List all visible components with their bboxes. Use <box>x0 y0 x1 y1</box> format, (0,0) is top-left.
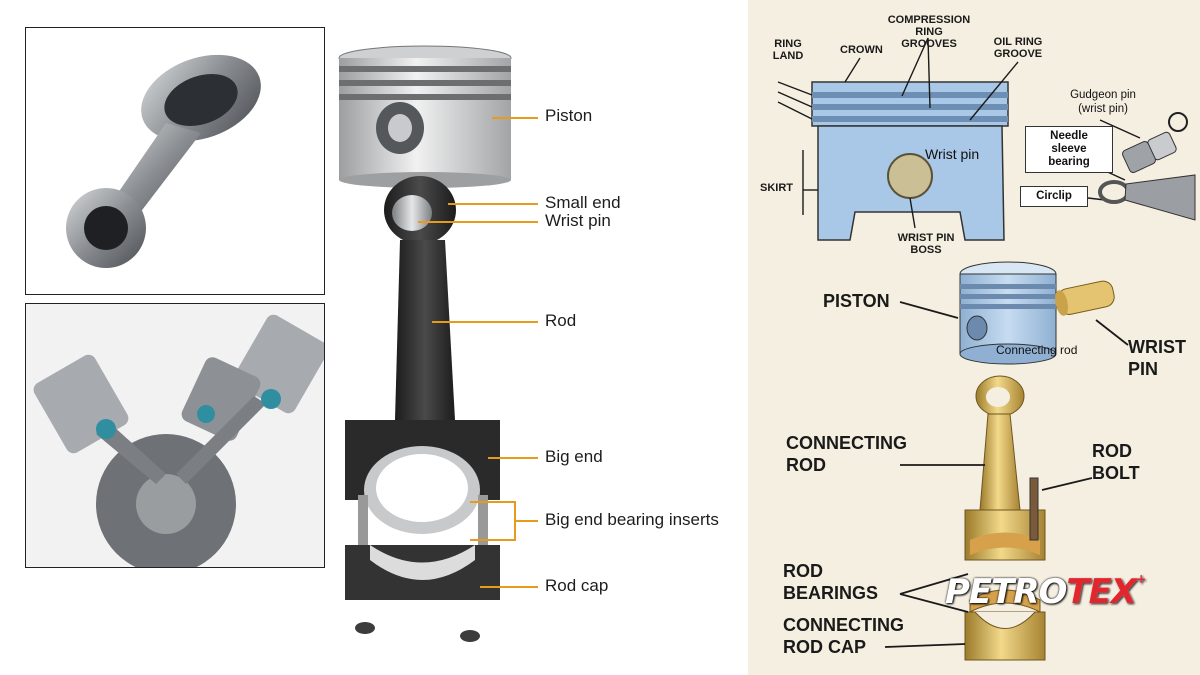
label-compression-ring-grooves: COMPRESSION RING GROOVES <box>887 14 971 50</box>
label-wrist-pin: Wrist pin <box>545 211 611 230</box>
left-leader-lines <box>418 117 538 588</box>
label-oil-ring-groove: OIL RING GROOVE <box>993 36 1043 60</box>
connecting-rod-shape <box>345 176 500 642</box>
label-needle-sleeve-bearing: Needle sleeve bearing <box>1025 126 1113 173</box>
label-rod-cap: Rod cap <box>545 576 609 595</box>
label-piston: Piston <box>545 106 593 125</box>
right-leaders-top <box>777 37 1141 229</box>
logo-plus-mark: + <box>1136 572 1146 586</box>
label-rod: Rod <box>545 311 577 330</box>
label-wrist-pin-boss: WRIST PIN BOSS <box>897 232 955 256</box>
v-engine-photo <box>25 303 325 568</box>
assembly-rod-shape <box>964 375 1046 661</box>
piston-detail-shape <box>811 81 1009 241</box>
label-connecting-rod-inner: Connecting rod <box>996 343 1078 357</box>
gudgeon-parts <box>1098 112 1196 221</box>
label-skirt: SKIRT <box>760 182 793 194</box>
label-crown: CROWN <box>840 44 883 56</box>
label-wrist-pin-detail: Wrist pin <box>925 146 980 162</box>
label-wrist-pin-assembly: WRIST PIN <box>1128 337 1186 379</box>
petrotex-logo: PETROTEX+ <box>945 572 1146 612</box>
piston-shape <box>338 45 512 188</box>
label-piston-assembly: PISTON <box>823 291 890 311</box>
label-rod-bearings: ROD BEARINGS <box>783 561 879 603</box>
label-small-end: Small end <box>545 193 621 212</box>
label-rod-bolt: ROD BOLT <box>1092 441 1140 483</box>
label-connecting-rod: CONNECTING ROD <box>786 433 907 475</box>
label-ring-land: RING LAND <box>772 38 804 62</box>
right-leaders-bottom <box>884 301 1129 648</box>
label-circlip: Circlip <box>1020 186 1088 207</box>
v-engine-photo-art <box>26 304 324 567</box>
connecting-rod-photo <box>25 27 325 295</box>
label-big-end-bearing-inserts: Big end bearing inserts <box>545 510 719 529</box>
left-exploded-view <box>338 45 538 642</box>
connecting-rod-photo-art <box>66 54 261 268</box>
logo-text-white: PETRO <box>945 572 1067 612</box>
label-connecting-rod-cap: CONNECTING ROD CAP <box>783 615 904 657</box>
label-big-end: Big end <box>545 447 603 466</box>
logo-text-red: TEX <box>1066 572 1137 612</box>
assembly-piston-shape <box>959 261 1115 365</box>
label-gudgeon-pin: Gudgeon pin (wrist pin) <box>1070 89 1136 115</box>
